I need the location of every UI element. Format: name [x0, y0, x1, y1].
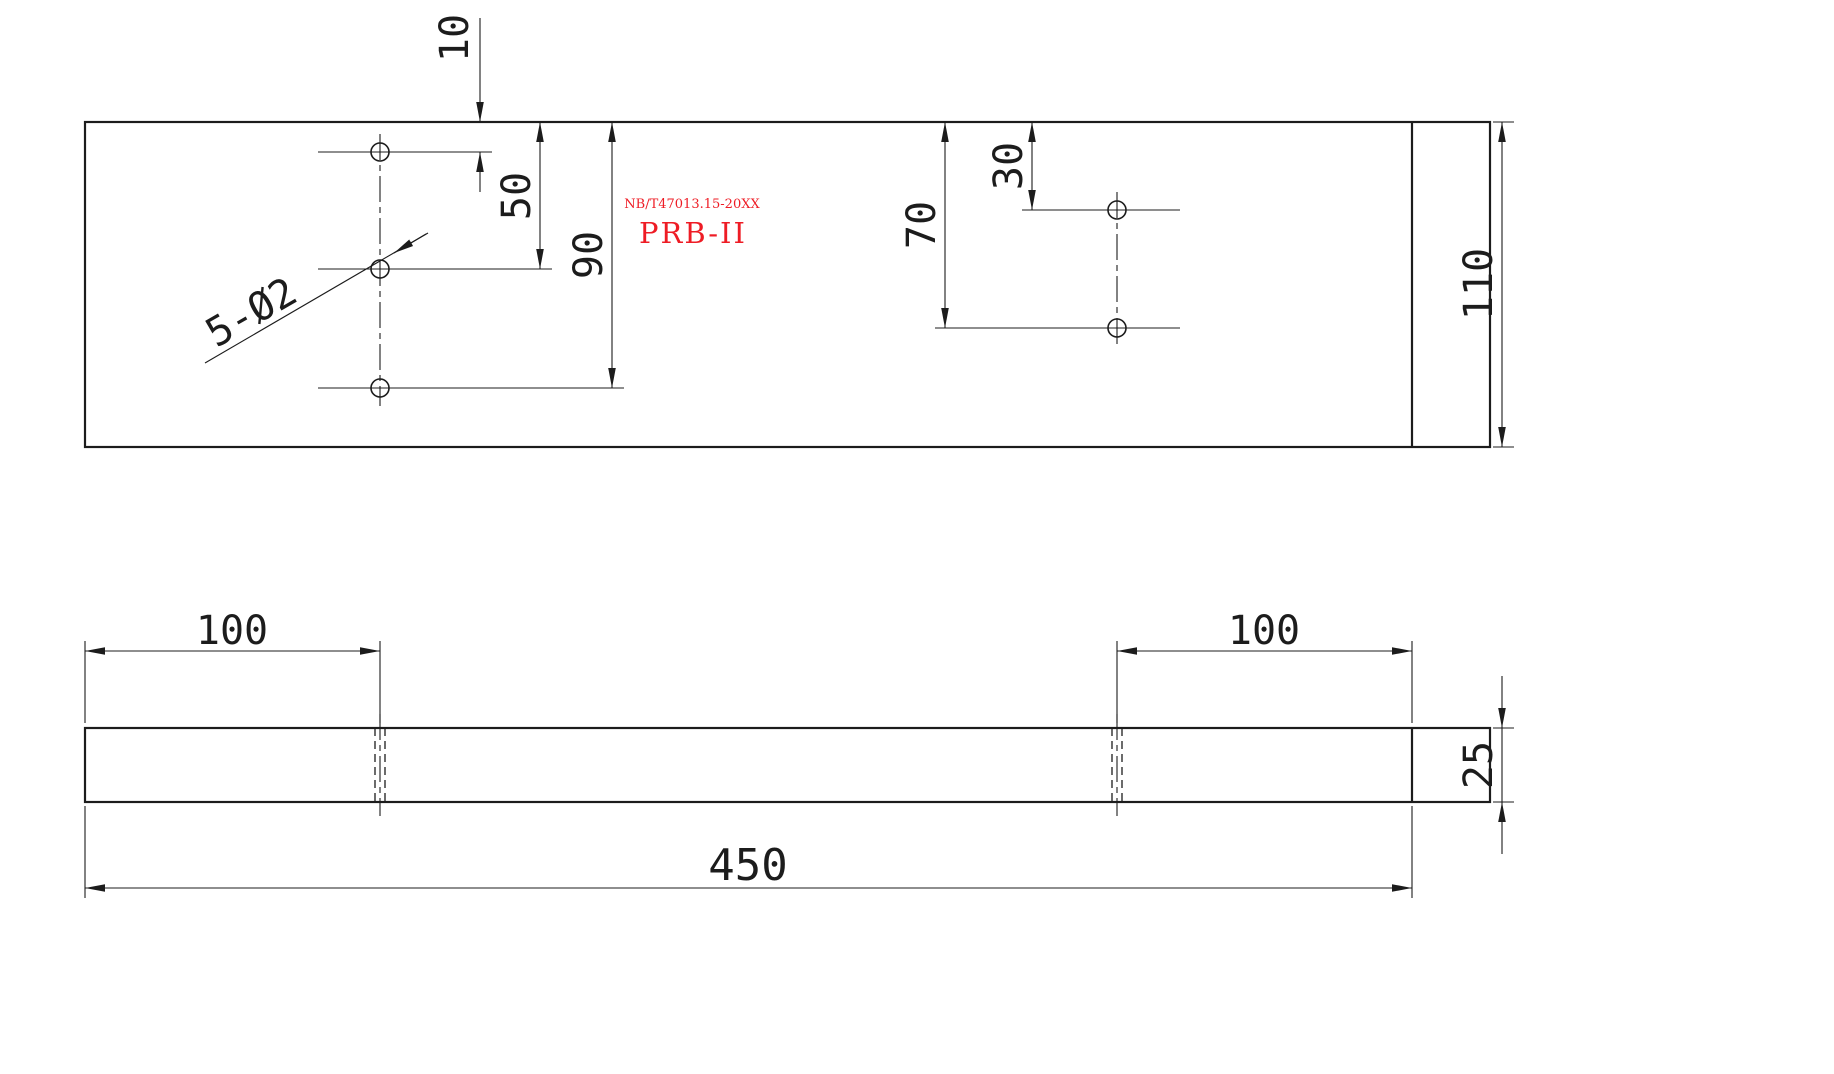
dim-text-30: 30: [986, 142, 1032, 190]
dim-text-70: 70: [899, 201, 945, 249]
side-view-dimensions: 100 100 25 450: [84, 608, 1514, 898]
plate-outline: [83, 120, 1492, 449]
model-text: PRB-II: [639, 216, 747, 250]
hole-right-2: [1107, 318, 1127, 338]
dim-text-110: 110: [1456, 248, 1502, 320]
hole-left-3: [370, 378, 390, 398]
dim-text-450: 450: [708, 840, 787, 891]
dim-text-100-right: 100: [1228, 608, 1300, 654]
dim-text-90: 90: [566, 231, 612, 279]
red-marking: NB/T47013.15-20XX PRB-II: [624, 197, 760, 250]
dim-text-10: 10: [432, 14, 478, 62]
side-view-outline: [83, 726, 1492, 804]
dim-text-25: 25: [1456, 741, 1502, 789]
hole-left-2: [370, 259, 390, 279]
top-view: [83, 120, 1492, 449]
dim-text-100-left: 100: [196, 608, 268, 654]
holes-label-text: 5-Ø2: [198, 269, 304, 357]
hole-right-1: [1107, 200, 1127, 220]
holes-label-leader-arrow: [393, 233, 427, 254]
hole-left-1: [370, 142, 390, 162]
dim-text-50: 50: [494, 172, 540, 220]
top-view-dimensions: 10 50 90 70 30 110 5-Ø2: [198, 14, 1514, 448]
holes-label-leader-line: [204, 232, 429, 364]
standard-ref-text: NB/T47013.15-20XX: [624, 197, 760, 212]
side-view: [83, 714, 1492, 816]
